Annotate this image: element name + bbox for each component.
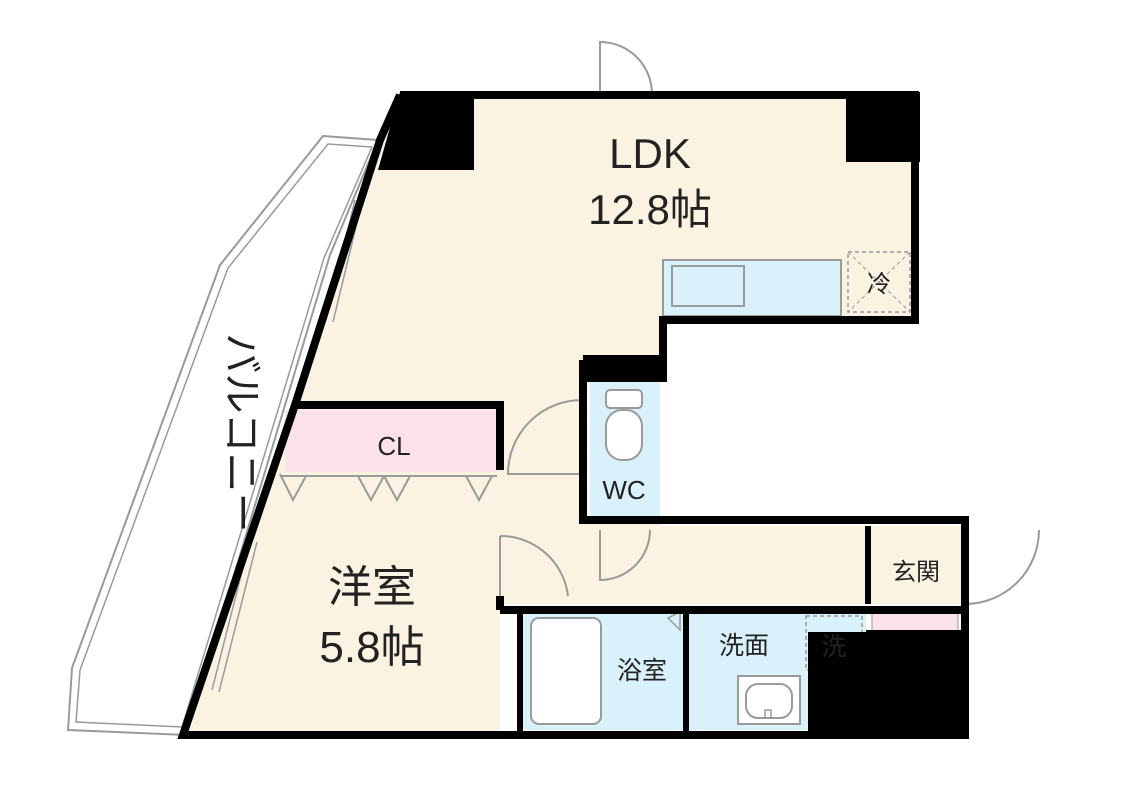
bathroom-door-marker (666, 610, 681, 632)
ldk-area: 12.8帖 (588, 186, 712, 233)
washing-machine-space (805, 615, 863, 671)
washing-machine-label: 洗 (821, 633, 846, 661)
western-room-floor (183, 405, 500, 733)
pillars (378, 92, 968, 738)
closet-doors (279, 473, 497, 503)
ldk-floor (295, 95, 965, 604)
toilet-fixture (605, 389, 643, 461)
washroom-name: 洗面 (719, 632, 769, 660)
entrance-step (871, 611, 959, 633)
refrigerator-space (847, 251, 911, 313)
closet-name: CL (377, 431, 410, 461)
bathtub (530, 617, 602, 725)
entrance-name: 玄関 (892, 559, 940, 586)
balcony-inner-outline (75, 143, 374, 728)
refrigerator-label: 冷 (867, 271, 891, 298)
door-swings (499, 40, 1040, 606)
western-room-area: 5.8帖 (319, 623, 424, 672)
washbasin (737, 675, 801, 725)
bathroom-name: 浴室 (617, 657, 667, 685)
balcony-name: バルコニー (219, 333, 263, 532)
kitchen-sink (671, 265, 745, 307)
western-room-name: 洋室 (328, 563, 416, 612)
entrance-floor (870, 530, 962, 604)
toilet-name: WC (602, 475, 645, 505)
closet-floor (285, 410, 497, 472)
kitchen-counter (662, 259, 842, 317)
ldk-name: LDK (609, 130, 691, 177)
